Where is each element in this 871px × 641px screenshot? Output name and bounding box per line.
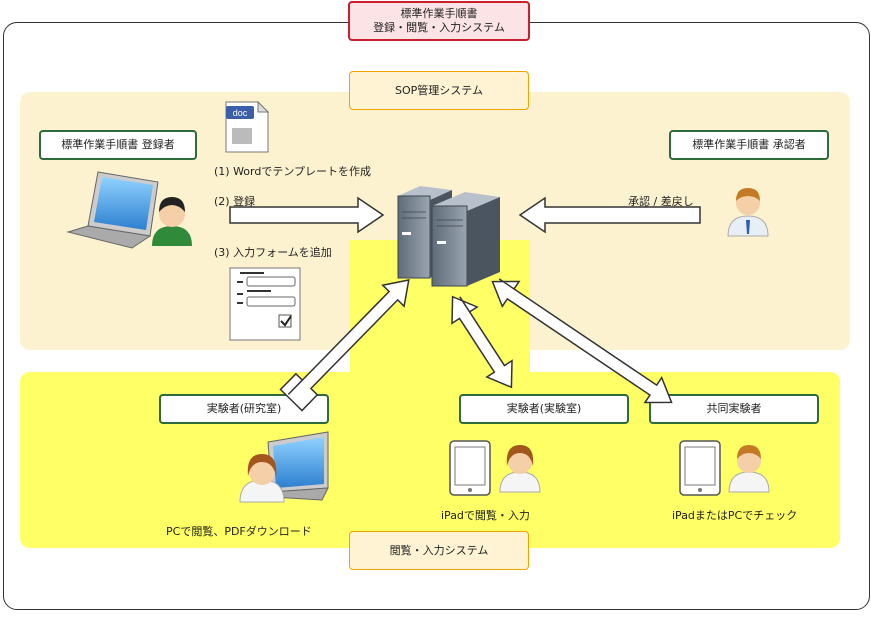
view-system-label-text: 閲覧・入力システム bbox=[389, 543, 489, 557]
server-icon bbox=[397, 186, 500, 287]
role-collaborator: 共同実験者 bbox=[649, 394, 819, 424]
role-approver-label: 標準作業手順書 承認者 bbox=[692, 138, 806, 151]
arrow-lab-researcher bbox=[279, 279, 410, 412]
doc-icon-text: doc bbox=[233, 108, 248, 118]
approver-person-icon bbox=[727, 188, 769, 237]
step-3-label: (3) 入力フォームを追加 bbox=[214, 246, 332, 259]
form-icon bbox=[229, 267, 301, 341]
role-lab-experimenter: 実験者(実験室) bbox=[459, 394, 629, 424]
arrow-approve bbox=[518, 196, 701, 234]
ipad-icon-2 bbox=[679, 440, 721, 496]
lab-experimenter-person-icon bbox=[499, 445, 541, 493]
title-line-1: 標準作業手順書 bbox=[400, 7, 478, 20]
registrant-person-icon bbox=[152, 197, 192, 246]
arrow-register bbox=[229, 196, 385, 234]
diagram-title: 標準作業手順書 登録・閲覧・入力システム bbox=[348, 1, 530, 41]
lab-researcher-person-icon bbox=[239, 454, 285, 503]
arrow-collaborator bbox=[491, 278, 673, 404]
word-doc-icon: doc bbox=[225, 100, 270, 153]
role-lab-experimenter-label: 実験者(実験室) bbox=[506, 402, 582, 415]
role-registrant: 標準作業手順書 登録者 bbox=[39, 130, 197, 160]
registrant-laptop-icon bbox=[66, 171, 159, 249]
approve-label: 承認 / 差戻し bbox=[628, 195, 694, 208]
caption-ipad: iPadで閲覧・入力 bbox=[441, 509, 530, 522]
collaborator-person-icon bbox=[728, 445, 770, 493]
arrow-lab-experimenter bbox=[451, 295, 513, 389]
title-line-2: 登録・閲覧・入力システム bbox=[373, 21, 505, 34]
role-collaborator-label: 共同実験者 bbox=[706, 402, 762, 415]
step-2-label: (2) 登録 bbox=[214, 195, 256, 208]
role-registrant-label: 標準作業手順書 登録者 bbox=[61, 138, 175, 151]
step-1-label: (1) Wordでテンプレートを作成 bbox=[214, 165, 372, 178]
ipad-icon bbox=[449, 440, 491, 496]
caption-ipad-pc: iPadまたはPCでチェック bbox=[672, 509, 798, 522]
view-system-label: 閲覧・入力システム bbox=[349, 531, 529, 570]
caption-pc: PCで閲覧、PDFダウンロード bbox=[166, 525, 312, 538]
role-approver: 標準作業手順書 承認者 bbox=[669, 130, 829, 160]
sop-system-label-text: SOP管理システム bbox=[395, 83, 483, 97]
sop-system-label: SOP管理システム bbox=[349, 71, 529, 110]
role-lab-researcher-label: 実験者(研究室) bbox=[206, 402, 282, 415]
